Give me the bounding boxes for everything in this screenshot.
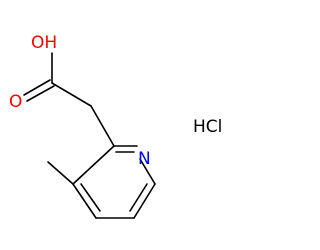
ring-bond-c4-c3 bbox=[72, 183, 97, 219]
ring-bond-c3-c2 bbox=[72, 145, 115, 185]
carbonyl-oxygen-label: O bbox=[9, 92, 22, 112]
ring-inner-double-c4-c3 bbox=[80, 183, 101, 212]
hydroxyl-label: OH bbox=[31, 33, 57, 53]
methyl-bond bbox=[47, 161, 74, 185]
ring-bond-c6-c5 bbox=[133, 183, 156, 219]
ring-bond-n-c6 bbox=[139, 158, 156, 185]
carbonyl-double-bond-2 bbox=[23, 79, 51, 96]
carboxyl-methylene-bond bbox=[51, 82, 92, 107]
methylene-ring-bond bbox=[90, 105, 115, 147]
ring-nitrogen-label: N bbox=[138, 149, 151, 169]
chemical-structure-diagram: OH O N HCl bbox=[9, 33, 222, 219]
salt-label: HCl bbox=[193, 117, 222, 137]
ring-inner-double-c6-c5 bbox=[129, 183, 148, 212]
carbonyl-double-bond-1 bbox=[26, 85, 55, 102]
